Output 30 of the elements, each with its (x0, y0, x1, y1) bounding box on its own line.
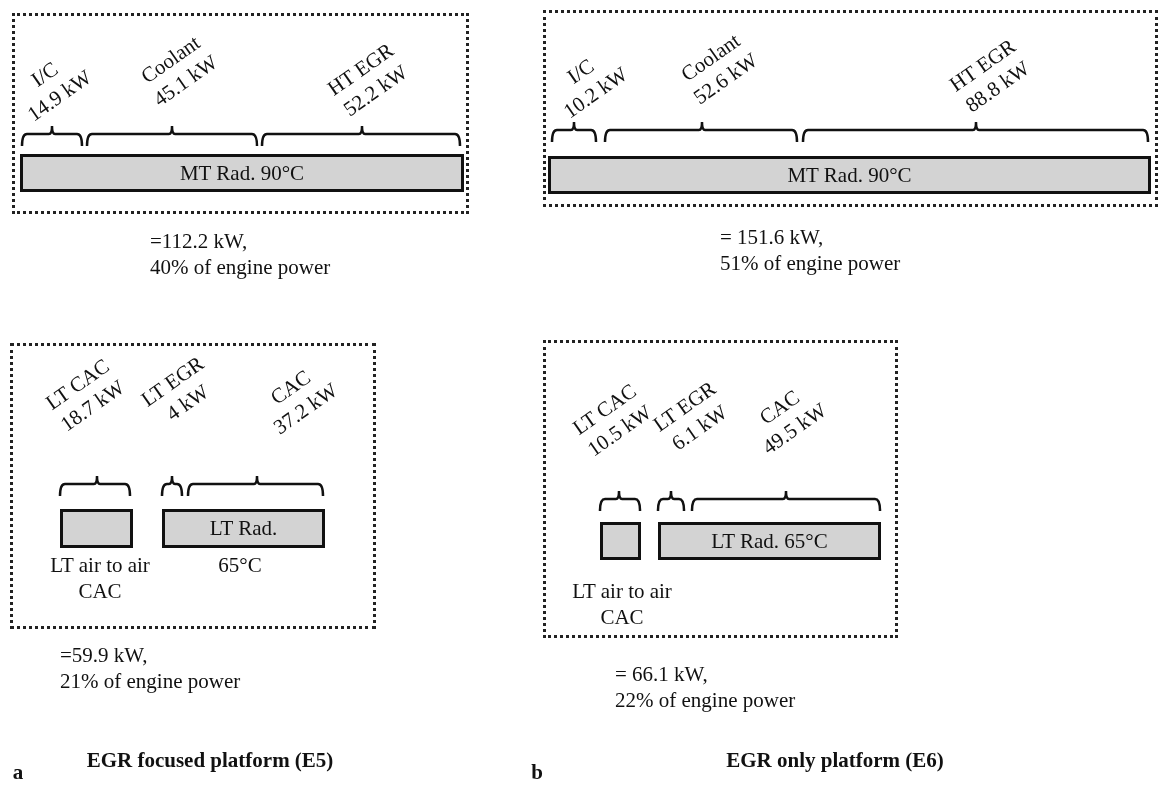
panel-letter: a (12, 758, 24, 785)
heat-load-label: I/C 14.9 kW (21, 55, 97, 128)
annotation-text: LT air to air CAC (50, 552, 150, 605)
cooler-box (60, 509, 133, 548)
radiator-box: MT Rad. 90°C (548, 156, 1151, 194)
dotted-group-frame (543, 340, 898, 638)
annotation-text: = 151.6 kW, 51% of engine power (720, 224, 901, 277)
heat-load-label: LT EGR 6.1 kW (648, 375, 733, 458)
annotation-text: 65°C (218, 552, 262, 579)
heat-load-label: CAC 49.5 kW (753, 383, 832, 461)
annotation-text: =112.2 kW, 40% of engine power (150, 228, 331, 281)
dotted-group-frame (10, 343, 376, 629)
dotted-group-frame (543, 10, 1158, 207)
annotation-text: = 66.1 kW, 22% of engine power (615, 661, 796, 714)
heat-load-label: HT EGR 88.8 kW (944, 33, 1035, 119)
panel-caption: EGR only platform (E6) (726, 746, 944, 774)
heat-load-label: LT CAC 18.7 kW (40, 352, 130, 438)
radiator-box: LT Rad. 65°C (658, 522, 881, 560)
radiator-box: LT Rad. (162, 509, 325, 548)
radiator-box: MT Rad. 90°C (20, 154, 464, 192)
annotation-text: =59.9 kW, 21% of engine power (60, 642, 241, 695)
heat-load-label: LT EGR 4 kW (136, 350, 215, 428)
heat-load-label: CAC 37.2 kW (264, 363, 343, 441)
heat-load-label: I/C 10.2 kW (557, 52, 633, 125)
annotation-text: LT air to air CAC (572, 578, 672, 631)
panel-letter: b (531, 758, 543, 785)
panel-caption: EGR focused platform (E5) (86, 746, 334, 774)
cooler-box (600, 522, 641, 560)
heat-load-label: HT EGR 52.2 kW (322, 37, 413, 123)
dotted-group-frame (12, 13, 469, 214)
